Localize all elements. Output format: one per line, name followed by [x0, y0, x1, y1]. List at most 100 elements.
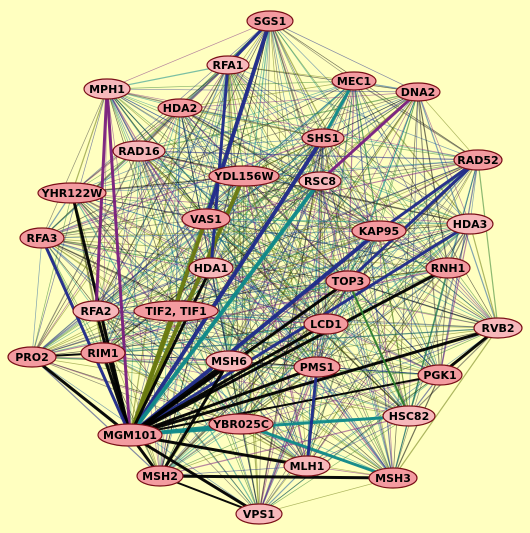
node-dna2[interactable]: DNA2	[395, 82, 441, 102]
node-rad16[interactable]: RAD16	[112, 140, 166, 162]
node-shape	[325, 270, 371, 292]
node-hda3[interactable]: HDA3	[446, 213, 494, 235]
edge	[417, 91, 471, 225]
edge	[95, 218, 207, 312]
edge	[353, 80, 449, 269]
node-shs1[interactable]: SHS1	[301, 128, 345, 148]
node-label: HSC82	[389, 410, 430, 423]
node-lcd1[interactable]: LCD1	[303, 313, 349, 335]
strong-edge	[129, 374, 441, 436]
edge	[179, 107, 380, 232]
node-pms1[interactable]: PMS1	[293, 356, 341, 378]
node-kap95[interactable]: KAP95	[351, 220, 407, 242]
node-mgm101[interactable]: MGM101	[97, 423, 163, 447]
node-hsc82[interactable]: HSC82	[382, 405, 436, 427]
edge	[228, 91, 419, 362]
node-label: RFA1	[213, 59, 244, 72]
edge	[240, 374, 441, 425]
strong-edge	[128, 229, 381, 437]
node-tif2[interactable]: TIF2, TIF1	[133, 300, 219, 322]
node-rsc8[interactable]: RSC8	[298, 171, 342, 191]
edge	[71, 192, 212, 269]
edge	[102, 323, 327, 354]
edge	[41, 230, 380, 239]
node-shape	[112, 140, 166, 162]
edge	[243, 175, 471, 225]
node-mph1[interactable]: MPH1	[83, 78, 131, 100]
edge	[106, 88, 177, 312]
edge	[347, 223, 471, 282]
node-mlh1[interactable]: MLH1	[283, 455, 331, 477]
edge	[179, 107, 308, 467]
edge	[322, 137, 479, 161]
node-shape	[72, 300, 120, 322]
edge	[210, 267, 349, 282]
node-label: MPH1	[89, 83, 125, 96]
node-label: PMS1	[300, 361, 335, 374]
node-hda2[interactable]: HDA2	[157, 98, 203, 118]
strong-edge	[128, 322, 328, 437]
node-yhr122w[interactable]: YHR122W	[37, 182, 107, 204]
strong-edge	[94, 87, 109, 313]
node-shape	[382, 405, 436, 427]
edge	[227, 64, 471, 225]
strong-edge	[40, 236, 132, 437]
edge	[347, 280, 441, 376]
edge	[41, 237, 349, 282]
node-label: YHR122W	[41, 187, 103, 200]
edge	[138, 150, 177, 312]
edge	[316, 366, 394, 479]
edge	[41, 237, 449, 269]
node-rnh1[interactable]: RNH1	[425, 257, 471, 279]
strong-edge	[321, 79, 356, 140]
node-shape	[395, 82, 441, 102]
node-pro2[interactable]: PRO2	[7, 346, 57, 368]
edge	[228, 327, 499, 362]
node-shape	[331, 71, 377, 91]
node-mec1[interactable]: MEC1	[331, 71, 377, 91]
node-hda1[interactable]: HDA1	[188, 257, 234, 279]
edge	[106, 20, 271, 90]
strong-edge	[105, 87, 132, 437]
edge	[353, 80, 499, 329]
node-label: RFA2	[81, 305, 112, 318]
edge	[228, 159, 479, 362]
node-sgs1[interactable]: SGS1	[246, 10, 294, 32]
node-vas1[interactable]: VAS1	[181, 208, 231, 230]
node-label: RIM1	[87, 347, 118, 360]
node-rvb2[interactable]: RVB2	[473, 317, 523, 339]
node-ydl156w[interactable]: YDL156W	[208, 165, 280, 187]
edge	[325, 323, 499, 329]
edge	[306, 374, 441, 467]
edge	[106, 80, 355, 90]
node-msh3[interactable]: MSH3	[368, 467, 418, 489]
edge	[269, 20, 355, 82]
node-rfa2[interactable]: RFA2	[72, 300, 120, 322]
edge	[347, 280, 394, 479]
node-rfa3[interactable]: RFA3	[19, 227, 65, 249]
node-label: MEC1	[337, 75, 371, 88]
node-label: HDA3	[453, 218, 488, 231]
node-ybr025c[interactable]: YBR025C	[208, 413, 274, 435]
node-rad52[interactable]: RAD52	[453, 149, 503, 171]
edge	[175, 137, 324, 312]
node-msh6[interactable]: MSH6	[205, 350, 253, 372]
node-label: KAP95	[359, 225, 399, 238]
node-shape	[206, 55, 250, 75]
node-top3[interactable]: TOP3	[325, 270, 371, 292]
edge	[95, 310, 242, 425]
edge	[205, 64, 229, 220]
node-shape	[37, 182, 107, 204]
node-pgk1[interactable]: PGK1	[417, 364, 463, 386]
edge	[95, 310, 441, 376]
edge	[439, 223, 471, 376]
node-rim1[interactable]: RIM1	[80, 342, 126, 364]
edge	[258, 415, 410, 515]
node-vps1[interactable]: VPS1	[235, 503, 283, 525]
strong-edge	[128, 309, 178, 437]
node-rfa1[interactable]: RFA1	[206, 55, 250, 75]
edge	[129, 91, 419, 436]
node-msh2[interactable]: MSH2	[136, 465, 184, 487]
node-label: VAS1	[190, 213, 222, 226]
